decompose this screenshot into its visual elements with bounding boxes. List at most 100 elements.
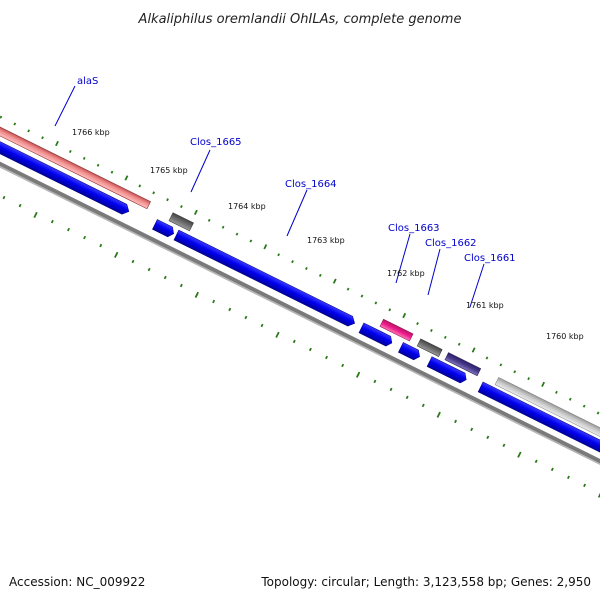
- minor-tick: [325, 355, 329, 360]
- minor-tick: [566, 475, 570, 480]
- minor-tick: [13, 122, 17, 126]
- outer-tick-ring: [0, 115, 600, 415]
- minor-tick: [244, 315, 248, 320]
- cds-arrow-6[interactable]: [426, 356, 469, 385]
- minor-tick: [228, 307, 232, 312]
- gene-label-Clos_1665[interactable]: Clos_1665: [190, 137, 242, 148]
- minor-tick: [67, 227, 70, 232]
- minor-tick: [346, 287, 350, 291]
- kbp-label-1761: 1761 kbp: [466, 301, 504, 310]
- major-tick: [33, 211, 38, 219]
- minor-tick: [41, 136, 44, 140]
- gene-label-Clos_1664[interactable]: Clos_1664: [285, 179, 337, 190]
- major-tick: [517, 451, 522, 458]
- minor-tick: [360, 294, 364, 298]
- Clos_1664-gene[interactable]: [173, 229, 357, 328]
- minor-tick: [235, 232, 239, 236]
- major-tick: [194, 291, 199, 298]
- minor-tick: [27, 129, 31, 133]
- major-tick: [471, 347, 476, 353]
- kbp-label-1764: 1764 kbp: [228, 202, 266, 211]
- minor-tick: [0, 115, 3, 119]
- accession-text: Accession: NC_009922: [9, 575, 145, 589]
- trna-gene-1[interactable]: [168, 212, 194, 232]
- gene-label-alaS[interactable]: alaS: [77, 76, 98, 87]
- minor-tick: [568, 397, 572, 401]
- minor-tick: [513, 370, 517, 374]
- minor-tick: [212, 299, 216, 304]
- minor-tick: [152, 191, 156, 195]
- minor-tick: [555, 390, 558, 394]
- major-tick: [355, 371, 361, 378]
- minor-tick: [454, 419, 458, 424]
- Clos_1662-gene[interactable]: [398, 342, 422, 361]
- minor-tick: [180, 205, 183, 209]
- inner-tick-ring: [2, 195, 600, 498]
- minor-tick: [305, 267, 308, 271]
- minor-tick: [292, 339, 296, 344]
- kbp-label-1765: 1765 kbp: [150, 166, 188, 175]
- minor-tick: [499, 363, 503, 367]
- minor-tick: [249, 239, 253, 243]
- major-tick: [124, 175, 129, 181]
- gray-gene[interactable]: [494, 377, 600, 448]
- Clos_1665-gene[interactable]: [152, 219, 176, 238]
- trna-gene-2[interactable]: [416, 338, 443, 357]
- minor-tick: [110, 170, 114, 174]
- kbp-label-1760: 1760 kbp: [546, 332, 584, 341]
- kbp-label-1762: 1762 kbp: [387, 269, 425, 278]
- minor-tick: [405, 395, 409, 400]
- minor-tick: [583, 483, 587, 488]
- minor-tick: [421, 403, 425, 408]
- minor-tick: [82, 156, 86, 160]
- gene-label-Clos_1661[interactable]: Clos_1661: [464, 253, 516, 264]
- minor-tick: [207, 218, 211, 222]
- cds-arrow-7[interactable]: [477, 381, 600, 461]
- minor-tick: [260, 323, 264, 328]
- gene-label-Clos_1662[interactable]: Clos_1662: [425, 238, 477, 249]
- cds-arrow-4[interactable]: [358, 322, 394, 348]
- kbp-label-1766: 1766 kbp: [72, 128, 110, 137]
- minor-tick: [318, 273, 322, 277]
- major-tick: [193, 209, 198, 215]
- minor-tick: [341, 363, 345, 368]
- minor-tick: [163, 275, 167, 280]
- minor-tick: [457, 342, 461, 346]
- minor-tick: [277, 253, 281, 257]
- minor-tick: [582, 404, 586, 408]
- minor-tick: [18, 203, 22, 208]
- minor-tick: [131, 259, 135, 264]
- minor-tick: [430, 328, 433, 332]
- alaS-gene[interactable]: [0, 117, 151, 210]
- minor-tick: [291, 260, 294, 264]
- minor-tick: [179, 283, 183, 288]
- Clos_1661-gene[interactable]: [444, 352, 482, 377]
- gene-leader-lines: [54, 85, 485, 308]
- major-tick: [402, 312, 407, 319]
- minor-tick: [83, 235, 87, 240]
- major-tick: [541, 381, 545, 388]
- minor-tick: [373, 379, 377, 384]
- minor-tick: [486, 435, 490, 440]
- minor-tick: [138, 184, 142, 188]
- minor-tick: [416, 322, 419, 326]
- kbp-label-1763: 1763 kbp: [307, 236, 345, 245]
- minor-tick: [485, 356, 489, 360]
- gene-label-Clos_1663[interactable]: Clos_1663: [388, 223, 440, 234]
- major-tick: [55, 140, 59, 147]
- map-title: Alkaliphilus oremlandii OhILAs, complete…: [138, 12, 462, 27]
- minor-tick: [470, 427, 474, 432]
- Clos_1663-gene[interactable]: [379, 318, 414, 342]
- minor-tick: [534, 459, 538, 464]
- cds-arrow-1[interactable]: [0, 129, 131, 217]
- minor-tick: [550, 467, 554, 472]
- major-tick: [436, 411, 441, 418]
- genome-summary-text: Topology: circular; Length: 3,123,558 bp…: [260, 575, 591, 589]
- minor-tick: [221, 225, 225, 229]
- major-tick: [263, 244, 268, 250]
- genome-backbone: [0, 145, 600, 470]
- minor-tick: [308, 347, 312, 352]
- genome-track: [0, 115, 600, 498]
- minor-tick: [147, 267, 151, 272]
